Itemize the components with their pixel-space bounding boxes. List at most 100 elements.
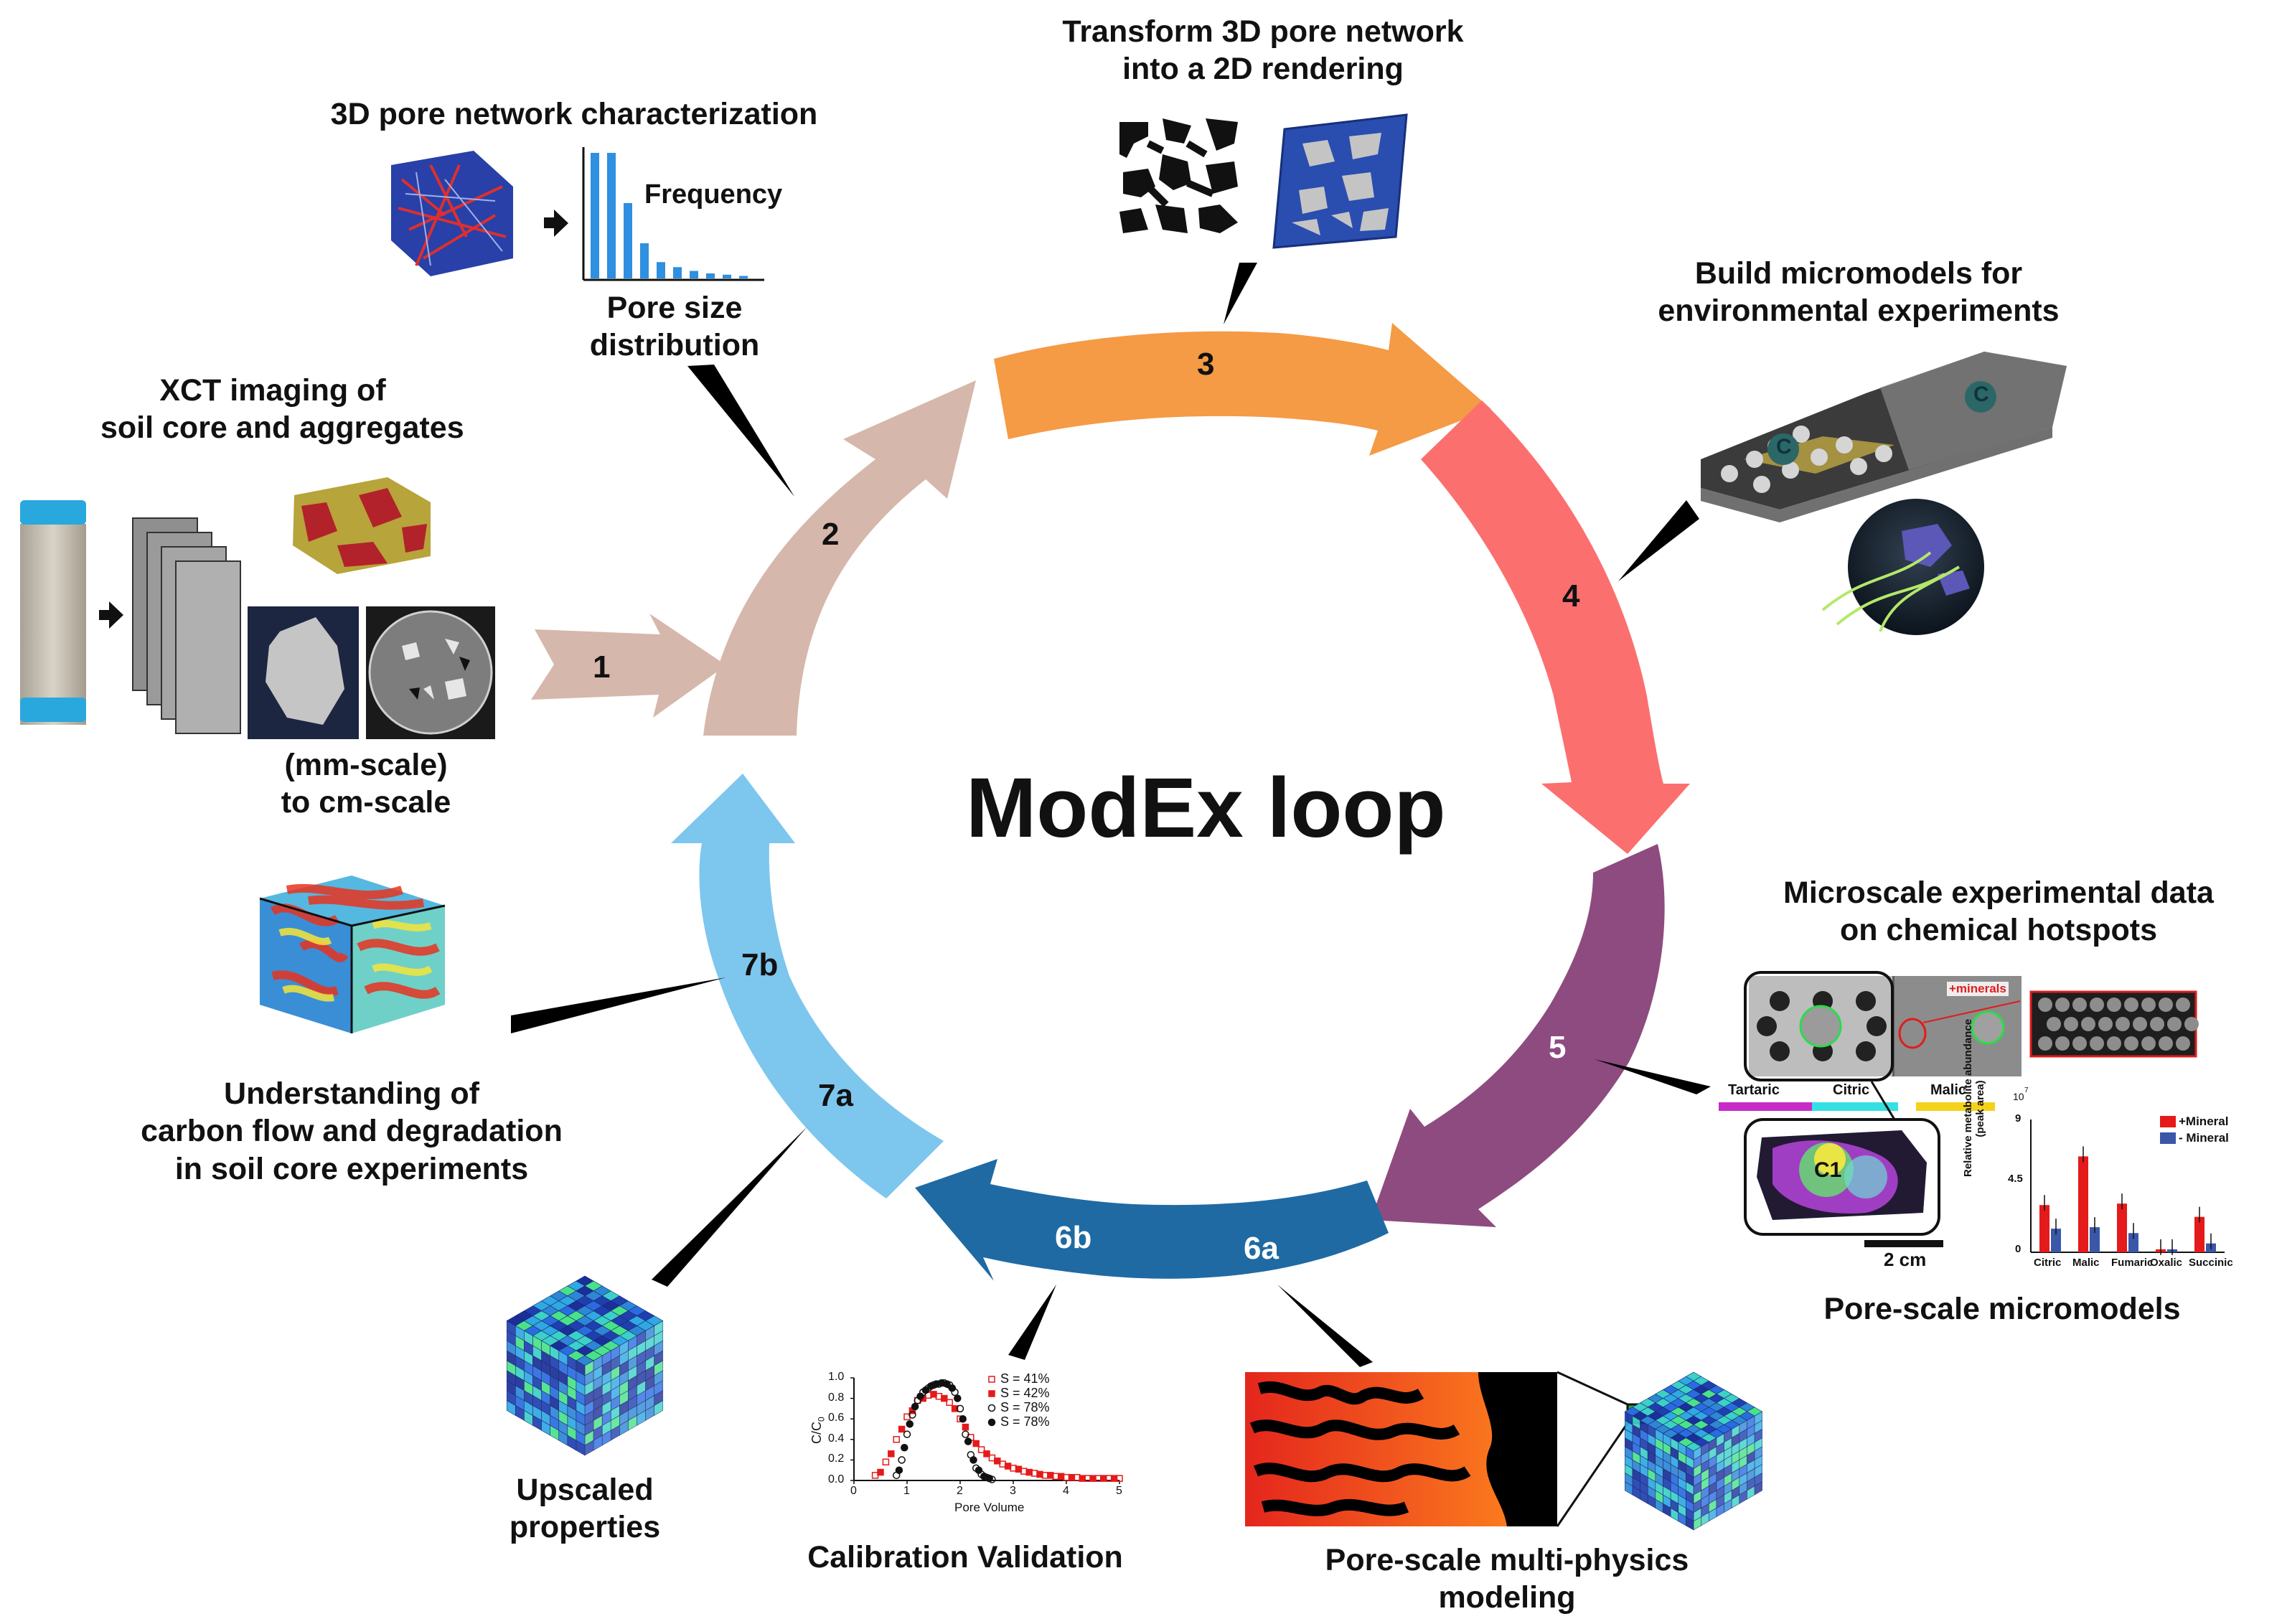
metabolite-category-label: Oxalic bbox=[2150, 1257, 2183, 1269]
2d-micromodel-render bbox=[1272, 113, 1408, 249]
y-tick-label: 0.4 bbox=[828, 1432, 845, 1445]
xct-scale-caption: (mm-scale) to cm-scale bbox=[266, 746, 466, 822]
soil-core-image bbox=[20, 500, 86, 725]
data-point bbox=[895, 1466, 903, 1474]
data-point bbox=[941, 1394, 948, 1402]
upscaled-line1: Upscaled bbox=[516, 1473, 654, 1507]
data-point bbox=[1015, 1465, 1023, 1473]
metabolite-bar bbox=[2039, 1205, 2049, 1252]
data-point bbox=[962, 1423, 969, 1431]
micromodel-pillar bbox=[2038, 998, 2052, 1012]
arrow-2 bbox=[703, 380, 976, 736]
calibration-caption: Calibration Validation bbox=[807, 1540, 1123, 1574]
metabolite-ylabel-line1: Relative metabolite abundance bbox=[1962, 1018, 1974, 1177]
xct-title: XCT imaging of soil core and aggregates bbox=[100, 372, 464, 447]
step-7b-label: 7b bbox=[741, 947, 779, 982]
pore-network-title: 3D pore network characterization bbox=[330, 97, 818, 131]
micromodel-pillar bbox=[2107, 1036, 2121, 1051]
data-point bbox=[948, 1384, 957, 1392]
histogram-bar bbox=[673, 267, 682, 278]
x-tick-label: 1 bbox=[903, 1485, 910, 1497]
legend-minus-mineral: - Mineral bbox=[2179, 1131, 2229, 1145]
x-tick-label: 2 bbox=[957, 1485, 963, 1497]
xct-scale-line2: to cm-scale bbox=[281, 785, 451, 820]
x-tick-label: 5 bbox=[1116, 1485, 1122, 1497]
metabolite-category-label: Fumaric bbox=[2111, 1257, 2154, 1269]
histogram-bar bbox=[640, 243, 649, 278]
metabolite-ylabel-line2: (peak area) bbox=[1973, 1080, 1986, 1137]
metabolite-bar bbox=[2051, 1229, 2061, 1252]
scale-bar bbox=[1864, 1240, 1943, 1247]
data-point bbox=[908, 1411, 916, 1419]
voxel bbox=[654, 1400, 664, 1416]
data-point bbox=[994, 1458, 1001, 1465]
histogram-bar bbox=[723, 274, 731, 278]
micromodel-pillar bbox=[2107, 998, 2121, 1012]
data-point bbox=[985, 1474, 993, 1483]
transform-title: Transform 3D pore network into a 2D rend… bbox=[1041, 13, 1485, 88]
data-point bbox=[946, 1399, 953, 1407]
data-point bbox=[943, 1380, 951, 1388]
metabolite-bar bbox=[2090, 1227, 2100, 1252]
multiphysics-line2: modeling bbox=[1438, 1580, 1576, 1615]
metabolite-ylabel: Relative metabolite abundance (peak area… bbox=[1962, 1018, 1986, 1177]
micromodel-pillar bbox=[2072, 1036, 2087, 1051]
legend-marker bbox=[987, 1404, 996, 1412]
acid-label-citric: Citric bbox=[1833, 1082, 1870, 1098]
micromodel-pillar bbox=[2038, 1036, 2052, 1051]
metabolite-category-label: Malic bbox=[2072, 1257, 2100, 1269]
pore-size-caption: Pore size distribution bbox=[570, 289, 779, 365]
data-point bbox=[969, 1456, 977, 1464]
micromodel-pillar bbox=[2072, 998, 2087, 1012]
data-point bbox=[877, 1468, 884, 1476]
arrow-5 bbox=[1371, 844, 1665, 1227]
exponent-power: 7 bbox=[2024, 1086, 2029, 1094]
data-point bbox=[903, 1430, 911, 1438]
metabolite-bar bbox=[2117, 1203, 2127, 1252]
right-arrow-icon bbox=[544, 210, 568, 237]
c1-label: C1 bbox=[1814, 1158, 1842, 1182]
aggregate-3d-render bbox=[293, 477, 431, 574]
histogram-bar bbox=[657, 262, 665, 278]
calibration-ylabel: C/C0 bbox=[809, 1416, 827, 1444]
microscale-line2: on chemical hotspots bbox=[1839, 913, 2157, 948]
data-point bbox=[893, 1436, 900, 1443]
xct-scale-line1: (mm-scale) bbox=[284, 748, 448, 782]
histogram-bar bbox=[739, 276, 748, 278]
step-7a-label: 7a bbox=[818, 1078, 853, 1113]
histogram-bar bbox=[591, 153, 599, 278]
understanding-line1: Understanding of bbox=[224, 1076, 479, 1111]
pointer-4 bbox=[1618, 500, 1699, 581]
metabolite-bar bbox=[2078, 1156, 2088, 1252]
metabolite-category-label: Citric bbox=[2034, 1257, 2062, 1269]
acid-label-malic: Malic bbox=[1930, 1082, 1967, 1098]
pointer-3 bbox=[1224, 263, 1257, 324]
data-point bbox=[1100, 1475, 1107, 1482]
histogram-bar bbox=[690, 271, 698, 278]
upscaled-caption: Upscaled properties bbox=[466, 1471, 703, 1546]
data-point bbox=[882, 1458, 890, 1466]
arrow-6 bbox=[915, 1159, 1389, 1281]
micromodel-pillar bbox=[2090, 1036, 2104, 1051]
data-point bbox=[1089, 1475, 1097, 1482]
microscale-line1: Microscale experimental data bbox=[1783, 876, 2214, 910]
binary-pore-pattern bbox=[1116, 115, 1241, 237]
diagram-title: ModEx loop bbox=[966, 761, 1446, 855]
micromodel-pillar bbox=[2055, 1036, 2070, 1051]
histogram-bar bbox=[607, 153, 616, 278]
pore-phase-field bbox=[1245, 1372, 1557, 1526]
legend-marker bbox=[988, 1390, 995, 1397]
data-point bbox=[951, 1405, 959, 1412]
micromodel-pillar bbox=[2133, 1017, 2147, 1031]
micromodels-line2: environmental experiments bbox=[1658, 294, 2060, 329]
zoom-line bbox=[1556, 1422, 1629, 1527]
calibration-xlabel: Pore Volume bbox=[954, 1501, 1025, 1514]
data-point bbox=[1057, 1473, 1065, 1480]
micromodel-pillar bbox=[2150, 1017, 2164, 1031]
legend-label: S = 78% bbox=[1000, 1414, 1050, 1429]
arrow-7 bbox=[671, 774, 944, 1198]
metabolite-bar bbox=[2128, 1233, 2138, 1252]
pointer-7b bbox=[511, 977, 726, 1033]
data-point bbox=[906, 1420, 914, 1428]
